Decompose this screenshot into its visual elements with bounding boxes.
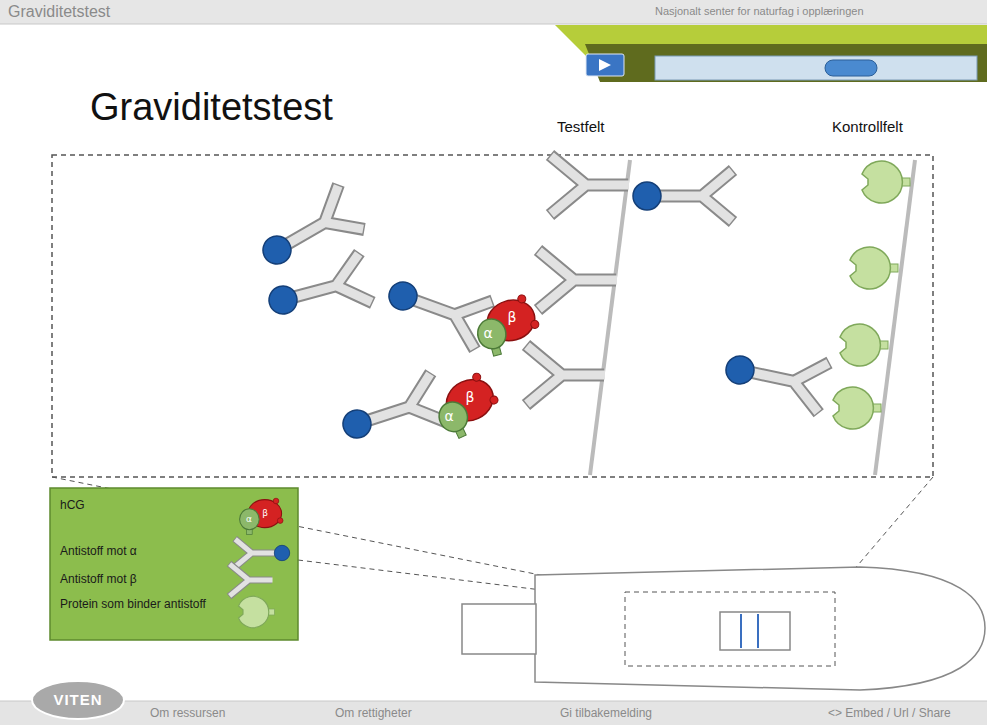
subunit-label: α (444, 408, 453, 424)
footer-link: <> Embed / Url / Share (828, 707, 951, 721)
legend-text: Protein som binder antistoff (60, 598, 210, 612)
logo-text: VITEN (53, 691, 102, 708)
subunit-label: β (466, 389, 475, 405)
page-title: Graviditetstest (90, 86, 333, 130)
footer-link: Om ressursen (150, 707, 225, 721)
legend-text: hCG (60, 499, 210, 513)
footer-link: Gi tilbakemelding (560, 707, 652, 721)
subunit-label: β (262, 508, 268, 518)
subunit-label: β (508, 309, 517, 325)
publisher-name: Nasjonalt senter for naturfag i opplærin… (655, 5, 864, 18)
field-label: Testfelt (557, 118, 605, 135)
legend-text: Antistoff mot β (60, 573, 210, 587)
window-title: Graviditetstest (8, 3, 110, 21)
legend-text: Antistoff mot α (60, 545, 210, 559)
footer-link: Om rettigheter (335, 707, 412, 721)
subunit-label: α (246, 514, 252, 524)
subunit-label: α (483, 325, 492, 341)
field-label: Kontrollfelt (832, 118, 903, 135)
